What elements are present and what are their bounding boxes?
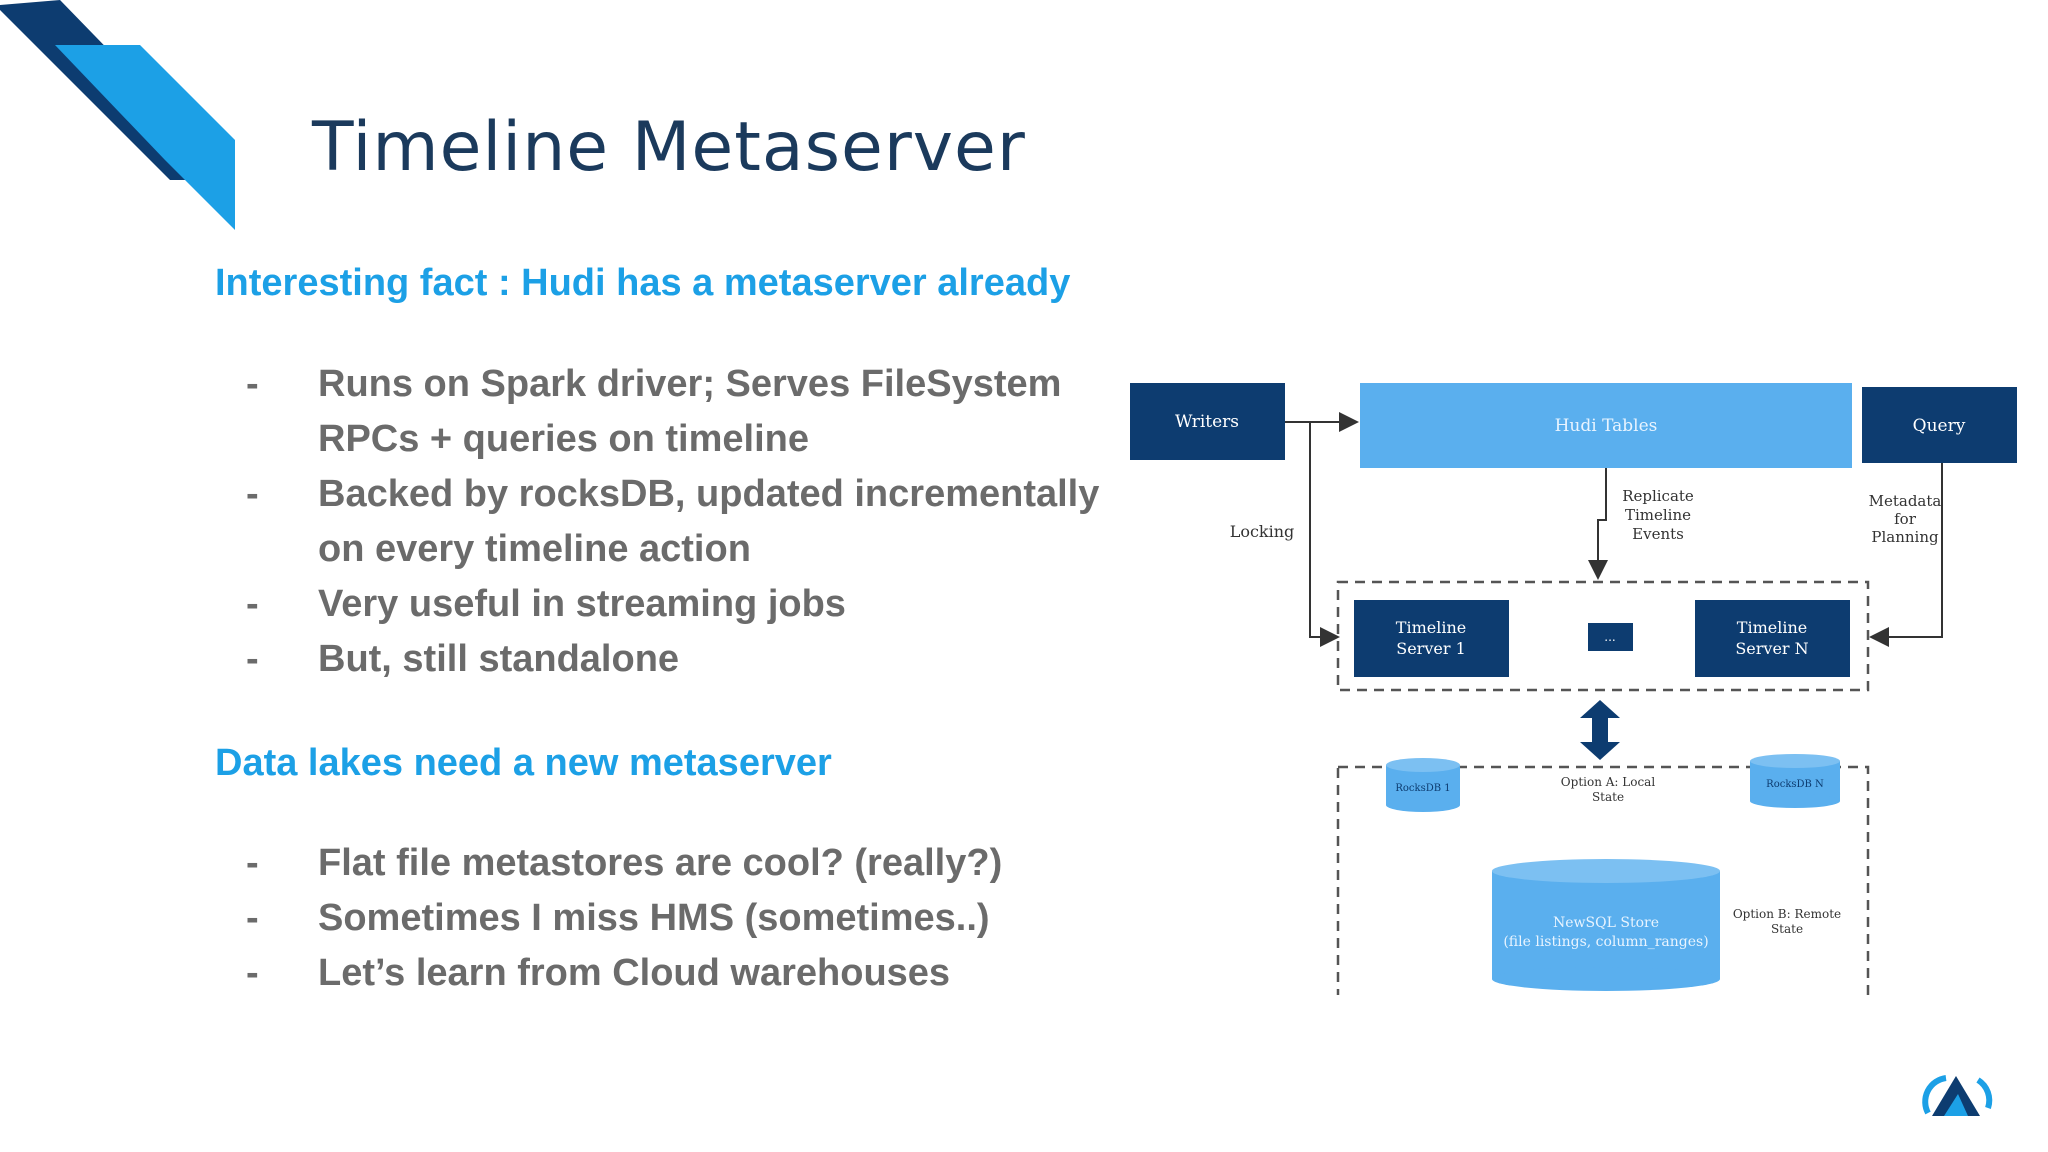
section1-bullet-list: - Runs on Spark driver; Serves FileSystem… (240, 357, 1120, 687)
locking-label: Locking (1230, 522, 1295, 541)
section2-bullet-list: - Flat file metastores are cool? (really?… (240, 836, 1120, 1001)
hudi-tables-label: Hudi Tables (1555, 416, 1658, 436)
list-item: - But, still standalone (240, 632, 1120, 687)
query-label: Query (1913, 416, 1966, 436)
metadata-label-line2: for (1894, 510, 1917, 528)
metadata-arrow (1869, 463, 1943, 647)
bullet-dash: - (246, 842, 259, 884)
slide-title: Timeline Metaserver (312, 108, 1026, 187)
list-item: - Very useful in streaming jobs (240, 577, 1120, 632)
writers-box (1130, 383, 1285, 460)
timeline-server-n-label-line2: Server N (1735, 639, 1808, 658)
bullet-dash: - (246, 583, 259, 625)
logo-arc-right (1976, 1077, 1993, 1109)
timeline-server-n-label-line1: Timeline (1737, 618, 1807, 637)
list-item: - Flat file metastores are cool? (really?… (240, 836, 1120, 891)
newsql-store-cylinder (1492, 859, 1720, 991)
blue-chevron-shape (55, 45, 235, 230)
metadata-label-line1: Metadata (1869, 492, 1942, 510)
bullet-dash: - (246, 897, 259, 939)
bullet-text: Runs on Spark driver; Serves FileSystem … (318, 363, 1062, 460)
bullet-text: Backed by rocksDB, updated incrementally… (318, 473, 1100, 570)
writers-label: Writers (1175, 412, 1239, 432)
bullet-dash: - (246, 473, 259, 515)
bullet-text: Sometimes I miss HMS (sometimes..) (318, 897, 990, 939)
option-a-label-line1: Option A: Local (1561, 775, 1656, 789)
list-item: - Let’s learn from Cloud warehouses (240, 946, 1120, 1001)
option-b-label-line1: Option B: Remote (1733, 907, 1841, 921)
option-b-label-line2: State (1771, 922, 1803, 936)
section2-heading: Data lakes need a new metaserver (215, 742, 832, 784)
bidirectional-arrow-icon (1580, 700, 1620, 760)
hudi-logo-icon (1922, 1075, 1993, 1116)
timeline-server-1-label-line1: Timeline (1396, 618, 1466, 637)
replicate-label-line1: Replicate (1622, 487, 1694, 505)
bullet-text: But, still standalone (318, 638, 680, 680)
rocksdb-1-label: RocksDB 1 (1395, 783, 1450, 794)
bullet-text: Very useful in streaming jobs (318, 583, 846, 625)
newsql-label-line1: NewSQL Store (1553, 915, 1659, 931)
rocksdb-n-label: RocksDB N (1766, 779, 1824, 790)
hudi-tables-box (1360, 383, 1852, 468)
logo-triangle (1932, 1076, 1980, 1116)
bullet-dash: - (246, 638, 259, 680)
timeline-server-n-box (1695, 600, 1850, 677)
list-item: - Runs on Spark driver; Serves FileSystem… (240, 357, 1120, 467)
corner-chevron-decoration (0, 0, 235, 230)
metadata-label-line3: Planning (1871, 528, 1939, 546)
bullet-text: Flat file metastores are cool? (really?) (318, 842, 1003, 884)
replicate-label-line2: Timeline (1625, 506, 1691, 524)
section1-heading: Interesting fact : Hudi has a metaserver… (215, 262, 1071, 304)
locking-arrow (1309, 422, 1340, 647)
bullet-dash: - (246, 363, 259, 405)
list-item: - Sometimes I miss HMS (sometimes..) (240, 891, 1120, 946)
logo-arc-left (1922, 1075, 1947, 1115)
bullet-text: Let’s learn from Cloud warehouses (318, 952, 951, 994)
bullet-dash: - (246, 952, 259, 994)
replicate-label-line3: Events (1632, 525, 1684, 543)
timeline-servers-group (1336, 580, 1870, 692)
list-item: - Backed by rocksDB, updated incrementall… (240, 467, 1120, 577)
storage-options-group (1336, 765, 1870, 995)
ellipsis-label: ... (1604, 630, 1615, 644)
logo-inner-triangle (1944, 1094, 1968, 1116)
rocksdb-n-cylinder (1750, 754, 1840, 808)
rocksdb-1-cylinder (1386, 758, 1460, 812)
timeline-server-1-box (1354, 600, 1509, 677)
query-box (1862, 387, 2017, 463)
option-a-label-line2: State (1592, 790, 1624, 804)
timeline-server-1-label-line2: Server 1 (1396, 639, 1466, 658)
timeline-server-diagram: Writers Hudi Tables Query Locking Replic… (1130, 383, 2017, 995)
newsql-label-line2: (file listings, column_ranges) (1503, 934, 1708, 950)
replicate-arrow (1588, 468, 1608, 580)
ellipsis-box (1588, 623, 1633, 651)
